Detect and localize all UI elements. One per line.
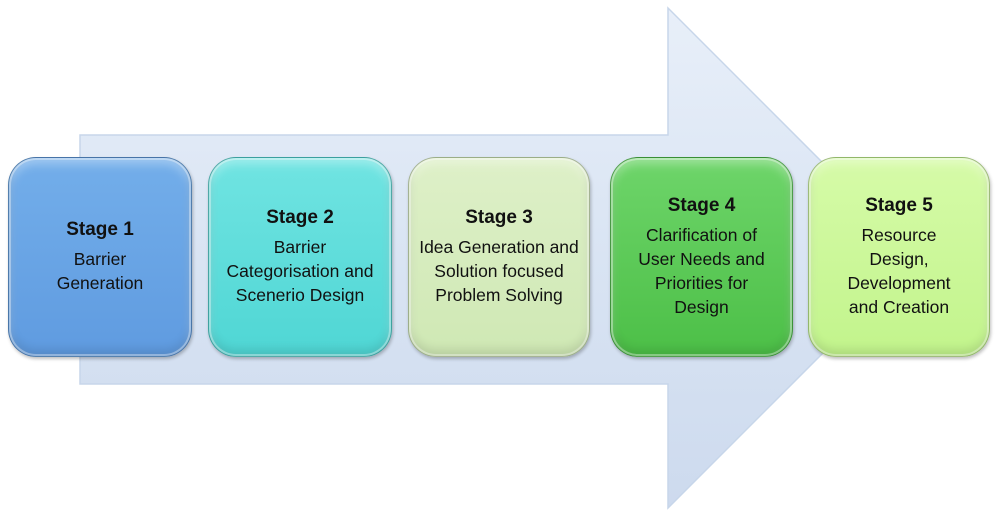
- stage-4-box: Stage 4 Clarification of User Needs and …: [610, 157, 793, 357]
- stage-4-title: Stage 4: [667, 195, 736, 216]
- stage-4-description: Clarification of User Needs and Prioriti…: [638, 225, 765, 317]
- stage-5-box: Stage 5 Resource Design, Development and…: [808, 157, 990, 357]
- stage-3-description: Idea Generation and Solution focused Pro…: [419, 237, 579, 305]
- stage-2-title: Stage 2: [266, 207, 334, 228]
- stage-5-title: Stage 5: [865, 195, 933, 216]
- stage-2-description: Barrier Categorisation and Scenerio Desi…: [226, 237, 374, 305]
- stage-3-box: Stage 3 Idea Generation and Solution foc…: [408, 157, 590, 357]
- stage-1-title: Stage 1: [66, 219, 134, 240]
- stage-1-box: Stage 1 Barrier Generation: [8, 157, 192, 357]
- stage-2-box: Stage 2 Barrier Categorisation and Scene…: [208, 157, 392, 357]
- stage-1-description: Barrier Generation: [56, 249, 144, 293]
- stage-5-description: Resource Design, Development and Creatio…: [847, 225, 951, 317]
- stage-3-title: Stage 3: [465, 207, 533, 228]
